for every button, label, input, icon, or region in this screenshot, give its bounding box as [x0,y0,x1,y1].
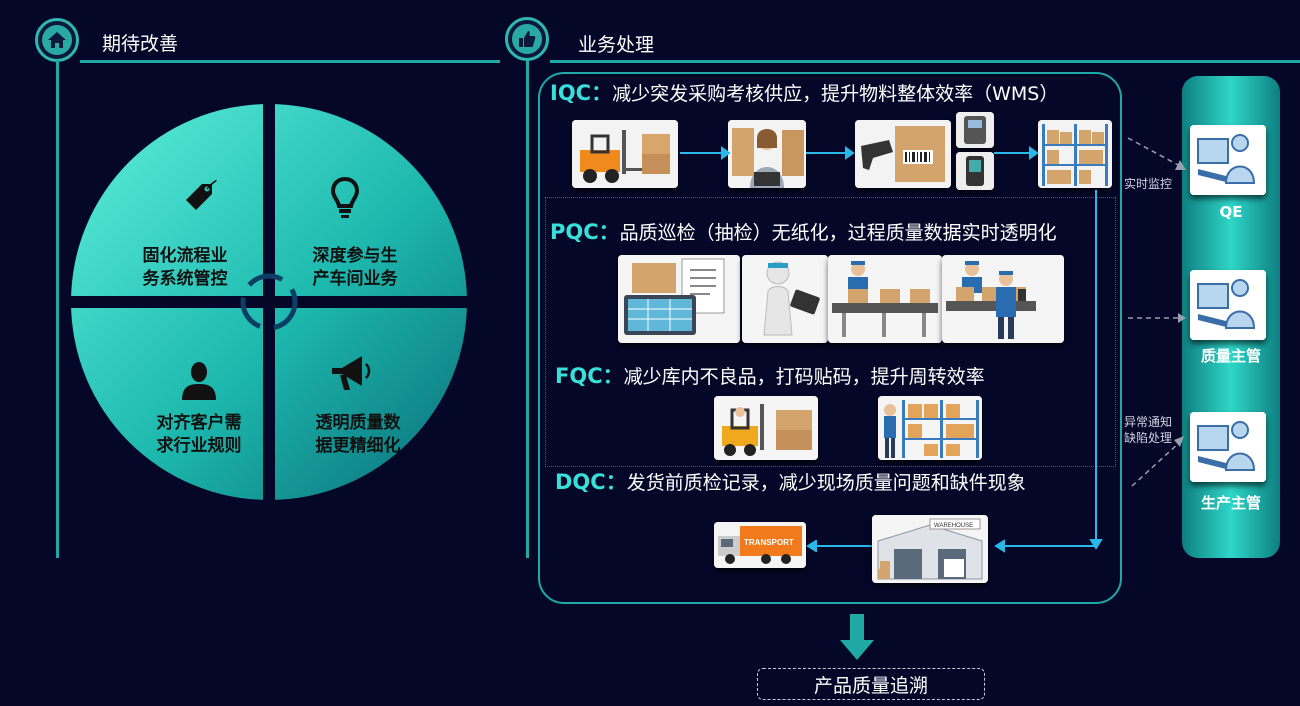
forklift-warehouse-image [714,396,818,460]
dqc-desc: 发货前质检记录，减少现场质量问题和缺件现象 [626,472,1026,494]
product-quality-traceability: 产品质量追溯 [757,668,985,700]
user-icon [182,362,216,400]
transport-truck-image: TRANSPORT [714,522,806,568]
production-line-image-2 [942,255,1064,343]
pqc-fqc-highlight [545,197,1116,467]
tag-icon [186,179,217,210]
qe-avatar-icon [1190,125,1266,195]
thumbs-up-icon [505,17,549,61]
quadrant-text-3: 对齐客户需 求行业规则 [156,413,242,456]
monitor-connectors [1127,137,1186,487]
fqc-title: FQC：减少库内不良品，打码贴码，提升周转效率 [555,360,985,390]
down-arrow-icon [840,614,874,660]
warehouse-label: WAREHOUSE [934,523,973,529]
quadrant-text-1: 固化流程业 务系统管控 [142,246,228,289]
dqc-title: DQC：发货前质检记录，减少现场质量问题和缺件现象 [555,466,1026,496]
fqc-code: FQC： [555,364,624,388]
iqc-flow-arrows [680,146,1039,160]
home-icon [35,18,79,62]
right-header-line [550,60,1300,63]
dqc-arrow [806,540,872,552]
forklift-image [572,120,678,188]
right-vertical-line [526,60,529,558]
right-section-title: 业务处理 [578,34,655,56]
role-quality-manager-label: 质量主管 [1200,347,1261,365]
transport-label: TRANSPORT [744,538,794,547]
lightbulb-icon [330,176,360,218]
iqc-code: IQC： [550,81,613,105]
process-frame [538,72,1122,604]
tablet-inspector-image [742,255,828,343]
barcode-scanner-image [855,120,951,188]
quadrant-text-2: 深度参与生 产车间业务 [312,246,398,289]
pqc-title: PQC：品质巡检（抽检）无纸化，过程质量数据实时透明化 [550,216,1057,246]
operator-image [728,120,806,188]
pqc-code: PQC： [550,220,620,244]
production-line-image-1 [828,255,942,343]
role-qe-label: QE [1219,203,1243,221]
exception-notice-label: 异常通知 [1124,415,1173,429]
pqc-desc: 品质巡检（抽检）无纸化，过程质量数据实时透明化 [619,222,1057,244]
rfid-device-image [956,112,994,148]
warehouse-building-image: WAREHOUSE [872,515,988,583]
iqc-desc: 减少突发采购考核供应，提升物料整体效率（WMS） [612,83,1059,105]
handheld-terminal-image [956,152,994,190]
inspection-laptop-image [618,255,740,343]
realtime-monitor-label: 实时监控 [1124,177,1173,191]
left-section-title: 期待改善 [102,33,179,55]
improvement-circle [70,103,468,501]
defect-handling-label: 缺陷处理 [1124,431,1173,445]
role-production-manager-label: 生产主管 [1200,494,1261,512]
dqc-code: DQC： [555,470,627,494]
inventory-shelf-image [878,396,982,460]
quality-manager-avatar-icon [1190,270,1266,340]
fqc-desc: 减少库内不良品，打码贴码，提升周转效率 [623,366,985,388]
iqc-title: IQC：减少突发采购考核供应，提升物料整体效率（WMS） [550,77,1058,107]
megaphone-icon [332,356,371,390]
production-manager-avatar-icon [1190,412,1266,482]
quadrant-text-4: 透明质量数 据更精细化 [315,413,401,456]
left-header-line [80,60,500,63]
process-flow-connector [994,190,1103,553]
warehouse-rack-image [1038,120,1112,188]
left-vertical-line [56,60,59,558]
